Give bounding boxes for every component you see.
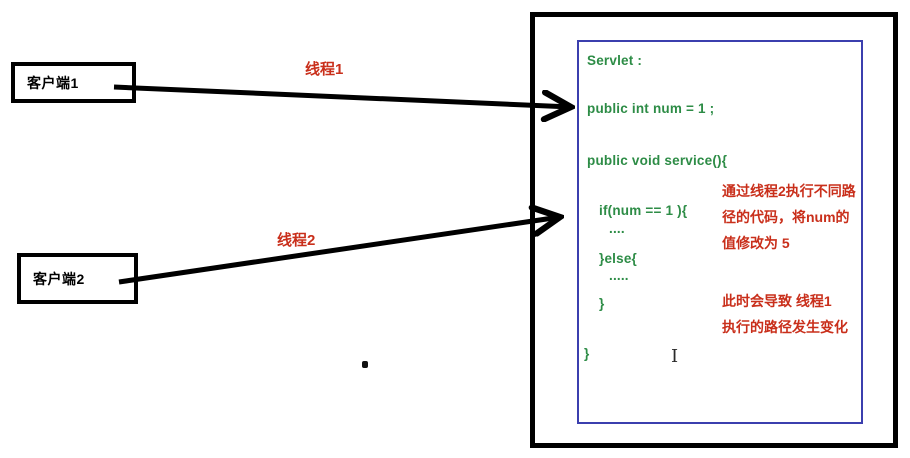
servlet-panel	[577, 40, 863, 424]
annotation-line: 通过线程2执行不同路	[722, 183, 856, 199]
code-line-servlet-title: Servlet :	[587, 53, 643, 68]
code-line-num-decl: public int num = 1 ;	[587, 101, 715, 116]
client2-label: 客户端2	[33, 270, 85, 287]
code-line-else: }else{	[599, 251, 637, 266]
thread2-label: 线程2	[277, 232, 316, 249]
annotation-line: 此时会导致 线程1	[722, 293, 832, 309]
annotation-thread1-effect: 此时会导致 线程1 执行的路径发生变化	[722, 288, 848, 340]
annotation-line: 值修改为 5	[722, 235, 790, 251]
code-line-close-if: }	[599, 296, 605, 311]
client1-box: 客户端1	[11, 62, 136, 103]
thread1-label: 线程1	[305, 61, 344, 78]
code-line-close-service: }	[584, 346, 590, 361]
code-line-service-decl: public void service(){	[587, 153, 728, 168]
code-line-if: if(num == 1 ){	[599, 203, 688, 218]
thread1-arrow	[113, 84, 571, 107]
code-line-dots-1: ....	[609, 221, 625, 236]
annotation-thread2-effect: 通过线程2执行不同路 径的代码，将num的 值修改为 5	[722, 178, 856, 256]
code-line-dots-2: .....	[609, 268, 629, 283]
annotation-line: 径的代码，将num的	[722, 209, 850, 225]
client1-label: 客户端1	[27, 74, 79, 91]
thread2-arrow	[118, 217, 560, 285]
stray-dot	[362, 361, 368, 368]
text-cursor-ibeam: I	[671, 346, 679, 367]
annotation-line: 执行的路径发生变化	[722, 319, 848, 335]
client2-box: 客户端2	[17, 253, 138, 304]
